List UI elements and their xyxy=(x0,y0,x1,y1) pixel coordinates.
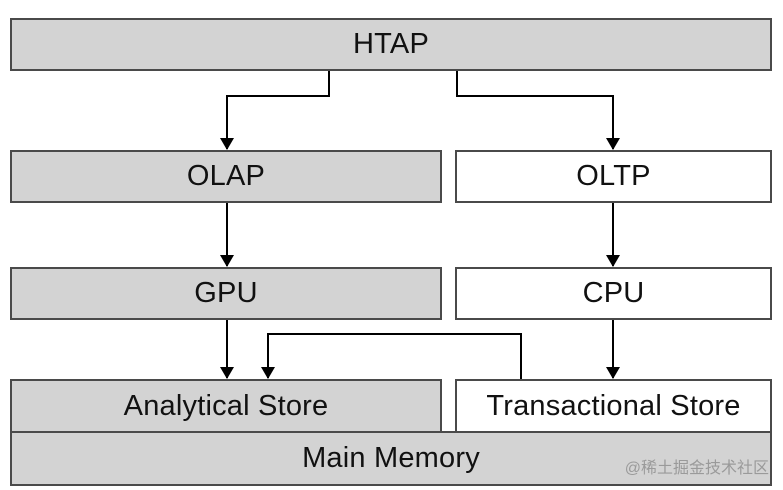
arrow-transactional-to-analytical xyxy=(261,333,522,379)
watermark: @稀土掘金技术社区 xyxy=(624,460,769,477)
main-memory-box: Main Memory xyxy=(10,431,772,486)
arrow-htap-to-oltp xyxy=(456,71,620,150)
htap-box: HTAP xyxy=(10,18,772,71)
analytical-store-box: Analytical Store xyxy=(10,379,442,433)
transactional-store-box: Transactional Store xyxy=(455,379,772,433)
cpu-box: CPU xyxy=(455,267,772,320)
arrow-htap-to-olap xyxy=(220,71,330,150)
oltp-box: OLTP xyxy=(455,150,772,203)
gpu-box: GPU xyxy=(10,267,442,320)
olap-box: OLAP xyxy=(10,150,442,203)
